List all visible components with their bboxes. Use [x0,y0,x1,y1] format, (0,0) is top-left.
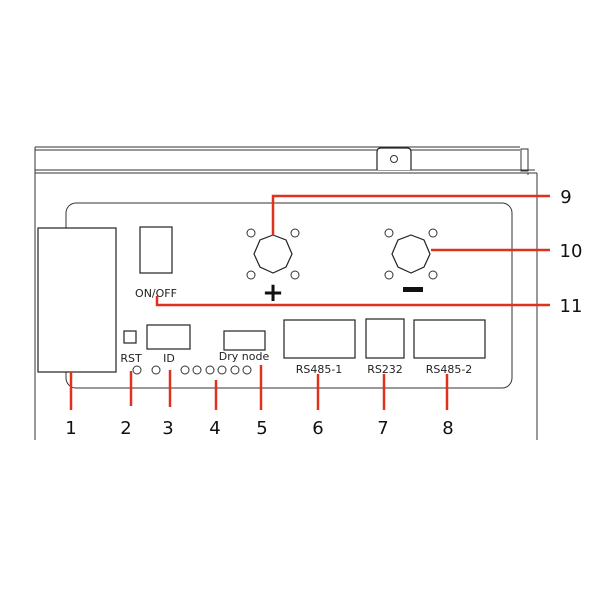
minus-sign: − [413,299,414,301]
rs232-port[interactable] [365,318,405,359]
top-rail [34,146,537,175]
reset-button[interactable] [123,330,137,344]
callout-11: 11 [560,296,583,317]
callout-2: 2 [120,418,131,439]
rs485-2-label: RS485-2 [426,363,473,376]
callout-lines [69,194,550,410]
callout-10: 10 [560,241,583,262]
callout-1: 1 [65,418,76,439]
on-off-label: ON/OFF [135,287,177,300]
power-switch[interactable] [139,226,173,274]
rail-clip [520,148,529,172]
callout-7: 7 [377,418,388,439]
callout-3: 3 [162,418,173,439]
battery-module-block [37,227,117,373]
positive-terminal[interactable] [246,228,300,280]
plus-sign: + [262,278,284,308]
rs485-2-port[interactable] [413,319,486,359]
id-dip-switch[interactable] [146,324,191,350]
rst-label: RST [120,352,142,365]
callout-8: 8 [442,418,453,439]
mounting-bracket [376,147,412,170]
bracket-hole [390,155,398,163]
minus-sign-mark [403,287,423,292]
indicator-led [132,365,142,375]
callout-5: 5 [256,418,267,439]
callout-4: 4 [209,418,220,439]
indicator-led [151,365,161,375]
soc-led-row [180,365,252,375]
callout-9: 9 [560,187,571,208]
callout-6: 6 [312,418,323,439]
dry-node-port[interactable] [223,330,266,351]
negative-terminal[interactable] [384,228,438,280]
rs232-label: RS232 [367,363,403,376]
callout-numbers: 1 2 3 4 5 6 7 8 9 10 11 [65,187,582,439]
rs485-1-port[interactable] [283,319,356,359]
dry-node-label: Dry node [219,350,270,363]
device-body [34,173,538,440]
id-label: ID [163,352,175,365]
rs485-1-label: RS485-1 [296,363,343,376]
